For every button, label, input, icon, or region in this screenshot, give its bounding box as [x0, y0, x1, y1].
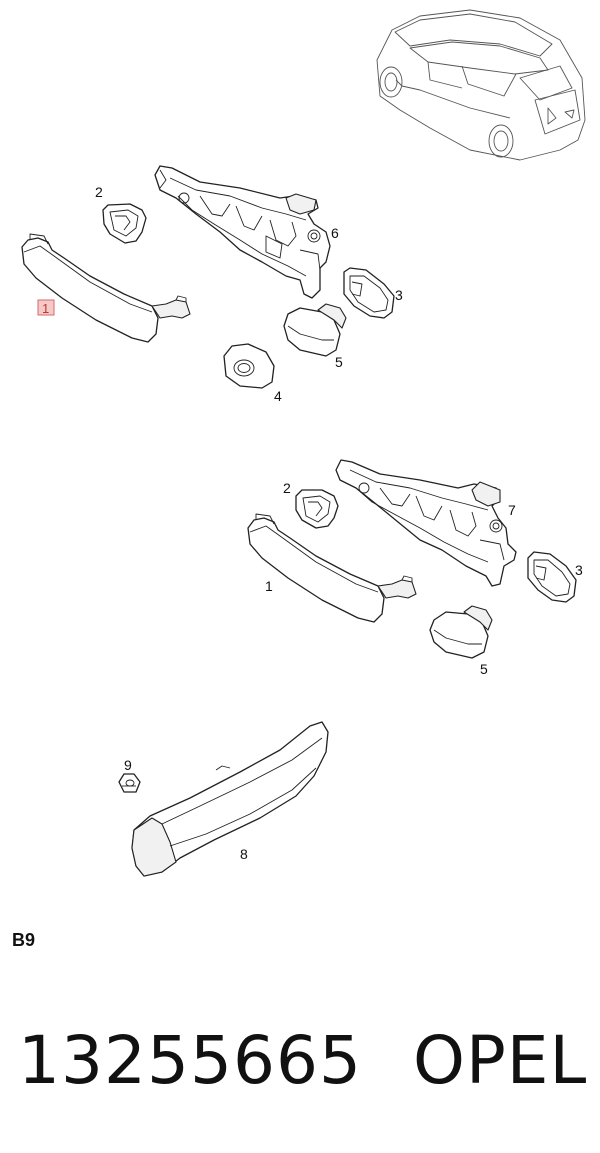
part-number: 13255665: [18, 1022, 362, 1099]
part-6-carrier: [154, 165, 331, 299]
callout-1: 1: [265, 578, 273, 594]
callout-5: 5: [335, 354, 343, 370]
part-1-handle-b: [247, 513, 417, 623]
part-2-bezel: [102, 203, 147, 244]
part-5-cap: [283, 303, 347, 357]
part-1-handle: [21, 233, 191, 343]
callout-7: 7: [508, 502, 516, 518]
part-3-gasket-b: [527, 551, 577, 603]
part-3-gasket: [343, 267, 395, 319]
part-7-carrier: [335, 459, 517, 587]
brand-name: OPEL: [413, 1022, 588, 1099]
car-illustration: [376, 9, 586, 161]
part-5-cap-b: [429, 605, 493, 659]
callout-2: 2: [283, 480, 291, 496]
callout-8: 8: [240, 846, 248, 862]
callout-4: 4: [274, 388, 282, 404]
callout-2: 2: [95, 184, 103, 200]
callout-9: 9: [124, 757, 132, 773]
highlight-box: [37, 299, 55, 316]
callout-1-highlight: 1: [37, 299, 55, 316]
part-8-tailgate-handle: [131, 721, 329, 877]
parts-diagram: 2 6 1 3 5 4: [21, 9, 586, 877]
part-4-lock-cover: [223, 343, 275, 389]
part-2-bezel-b: [295, 489, 339, 529]
callout-3: 3: [395, 287, 403, 303]
section-label: B9: [12, 930, 36, 950]
callout-3: 3: [575, 562, 583, 578]
callout-1: 1: [42, 301, 49, 316]
part-9-nut: [118, 773, 141, 793]
footer: 13255665 OPEL: [18, 1022, 588, 1102]
callout-5: 5: [480, 661, 488, 677]
callout-6: 6: [331, 225, 339, 241]
